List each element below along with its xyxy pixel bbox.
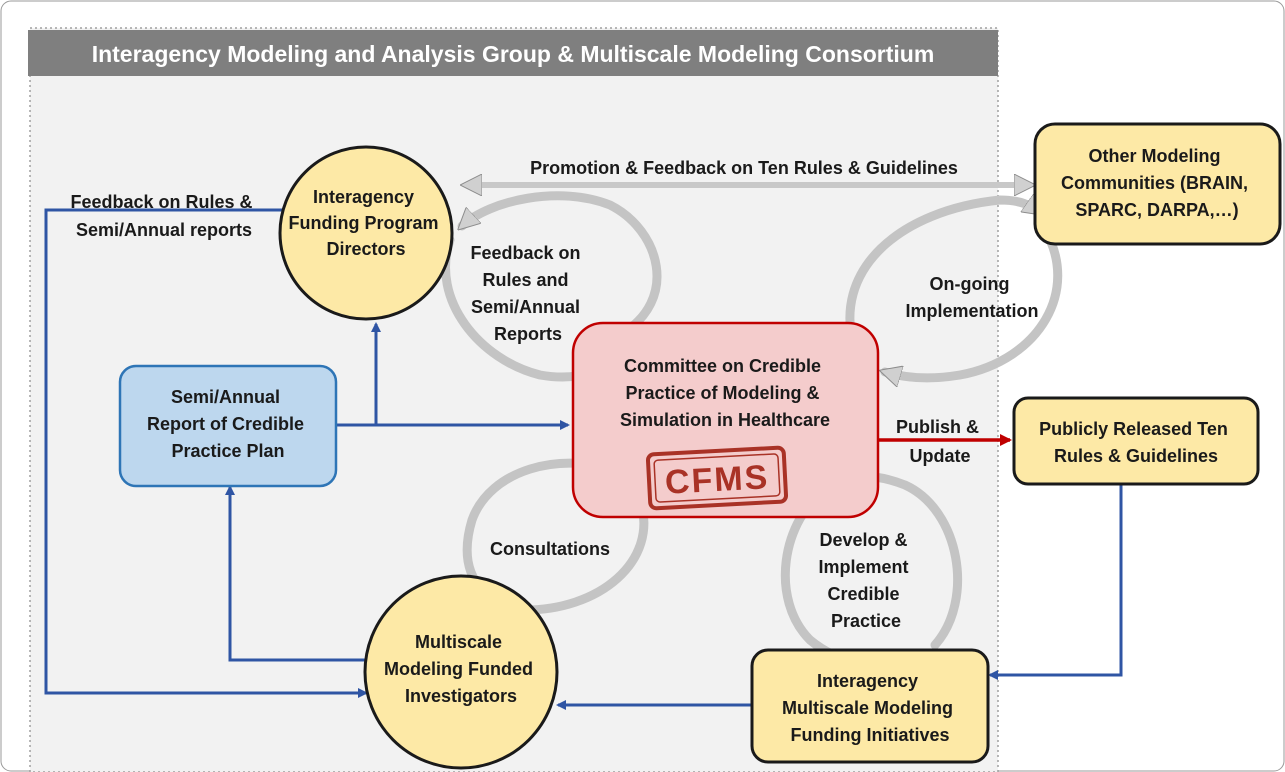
label-develop: Develop & Implement Credible Practice [818, 530, 913, 631]
node-funding-initiatives-label: Interagency Multiscale Modeling Funding … [782, 671, 958, 745]
cfms-stamp: CFMS [645, 445, 789, 511]
label-feedback-cycle: Feedback on Rules and Semi/Annual Report… [470, 243, 585, 344]
node-public-release-label: Publicly Released Ten Rules & Guidelines [1039, 419, 1233, 466]
iv-line-1: Multiscale [415, 632, 502, 652]
edge-directors-to-investigators [44, 208, 368, 698]
fl-line-2: Semi/Annual reports [76, 220, 252, 240]
edge-investigators-to-report [225, 485, 366, 662]
banner-title: Interagency Modeling and Analysis Group … [92, 41, 935, 67]
cycle-ongoing-b [885, 225, 1063, 378]
cycle-feedback-a [462, 191, 662, 340]
rp-line-3: Practice Plan [171, 441, 284, 461]
pd-line-1: Interagency [313, 187, 414, 207]
blue-connectors [44, 208, 1123, 710]
node-report-label: Semi/Annual Report of Credible Practice … [147, 387, 309, 461]
og-line-2: Implementation [905, 301, 1038, 321]
fc-line-2: Rules and [482, 270, 568, 290]
rp-line-1: Semi/Annual [171, 387, 280, 407]
fc-line-4: Reports [494, 324, 562, 344]
pd-line-2: Funding Program [288, 213, 438, 233]
fi-line-3: Funding Initiatives [790, 725, 949, 745]
cm-line-1: Committee on Credible [624, 356, 821, 376]
cm-line-2: Practice of Modeling & [625, 383, 819, 403]
edge-release-to-initiatives [988, 484, 1123, 680]
banner [28, 30, 998, 76]
node-program-directors-label: Interagency Funding Program Directors [288, 187, 443, 259]
fi-line-2: Multiscale Modeling [782, 698, 953, 718]
oc-line-2: Communities (BRAIN, [1061, 173, 1248, 193]
iv-line-3: Investigators [405, 686, 517, 706]
label-ongoing: On-going Implementation [905, 274, 1038, 321]
fl-line-1: Feedback on Rules & [70, 192, 252, 212]
fc-line-1: Feedback on [470, 243, 580, 263]
pr-line-1: Publicly Released Ten [1039, 419, 1228, 439]
node-other-communities [1033, 122, 1282, 246]
oc-line-1: Other Modeling [1088, 146, 1220, 166]
og-line-1: On-going [930, 274, 1010, 294]
cfms-stamp-text: CFMS [664, 458, 770, 501]
label-promotion: Promotion & Feedback on Ten Rules & Guid… [530, 158, 958, 178]
cfms-stamp-inner-frame [653, 453, 781, 503]
fc-line-3: Semi/Annual [471, 297, 580, 317]
label-feedback-left: Feedback on Rules & Semi/Annual reports [70, 192, 257, 240]
node-other-communities-label: Other Modeling Communities (BRAIN, SPARC… [1061, 146, 1253, 220]
pd-line-3: Directors [326, 239, 405, 259]
pb-line-2: Update [909, 446, 970, 466]
fi-line-1: Interagency [817, 671, 918, 691]
dv-line-1: Develop & [819, 530, 907, 550]
node-investigators [363, 574, 559, 770]
dv-line-3: Credible [827, 584, 899, 604]
oc-line-3: SPARC, DARPA,…) [1075, 200, 1238, 220]
cycle-ongoing-a [845, 200, 1040, 355]
node-funding-initiatives [750, 648, 990, 764]
node-public-release [1012, 396, 1260, 486]
pb-line-1: Publish & [896, 417, 979, 437]
cfms-stamp-frame [645, 445, 789, 511]
label-publish: Publish & Update [896, 417, 984, 466]
dv-line-4: Practice [831, 611, 901, 631]
label-consultations: Consultations [490, 539, 610, 559]
node-investigators-label: Multiscale Modeling Funded Investigators [384, 632, 538, 706]
node-report [118, 364, 338, 488]
rp-line-2: Report of Credible [147, 414, 304, 434]
iv-line-2: Modeling Funded [384, 659, 533, 679]
node-committee-label: Committee on Credible Practice of Modeli… [620, 356, 830, 430]
node-program-directors [278, 145, 454, 321]
dv-line-2: Implement [818, 557, 908, 577]
pr-line-2: Rules & Guidelines [1054, 446, 1218, 466]
cm-line-3: Simulation in Healthcare [620, 410, 830, 430]
